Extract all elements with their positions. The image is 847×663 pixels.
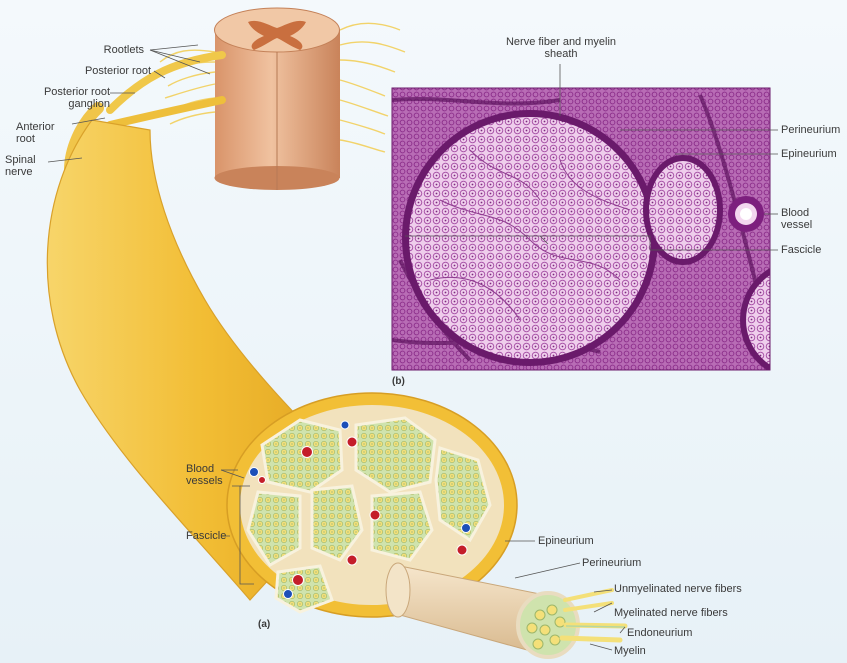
fascicle-shape xyxy=(310,484,364,562)
label-fascicle-b: Fascicle xyxy=(781,244,822,256)
fascicle-shape xyxy=(370,490,434,562)
protruding-fascicle xyxy=(385,562,628,659)
fascicle-shape xyxy=(246,490,302,568)
label-myelinated-nerve-fibers: Myelinated nerve fibers xyxy=(614,607,728,619)
label-unmyelinated-nerve-fibers: Unmyelinated nerve fibers xyxy=(614,583,742,595)
label-epineurium-a: Epineurium xyxy=(538,535,594,547)
label-panel-b: (b) xyxy=(392,376,405,387)
label-blood-vessel: Blood vessel xyxy=(781,207,813,231)
fascicle-shape xyxy=(434,446,492,543)
label-nerve-fiber-myelin-sheath: Nerve fiber and myelin sheath xyxy=(505,36,617,60)
label-posterior-root-ganglion: Posterior root ganglion xyxy=(43,86,110,110)
fascicle-shape xyxy=(274,564,334,614)
blood-vessel-dots xyxy=(249,420,471,599)
label-perineurium-a: Perineurium xyxy=(582,557,642,569)
fascicle-shape xyxy=(354,416,437,494)
label-myelin: Myelin xyxy=(614,645,646,657)
label-rootlets: Rootlets xyxy=(103,44,144,56)
label-endoneurium: Endoneurium xyxy=(627,627,693,639)
micrograph-panel xyxy=(392,88,770,370)
label-panel-a: (a) xyxy=(258,619,271,630)
label-blood-vessels: Blood vessels xyxy=(186,463,223,487)
label-perineurium-b: Perineurium xyxy=(781,124,841,136)
label-fascicle-a: Fascicle xyxy=(186,530,227,542)
label-epineurium-b: Epineurium xyxy=(781,148,837,160)
label-spinal-nerve: Spinal nerve xyxy=(5,154,36,178)
nerve-cross-section xyxy=(226,392,518,618)
fascicle-shape xyxy=(260,418,344,494)
leader-lines xyxy=(47,44,778,651)
spinal-cord-segment xyxy=(214,7,340,190)
label-anterior-root: Anterior root xyxy=(16,121,55,145)
gray-matter xyxy=(248,20,306,50)
label-posterior-root: Posterior root xyxy=(84,65,151,77)
